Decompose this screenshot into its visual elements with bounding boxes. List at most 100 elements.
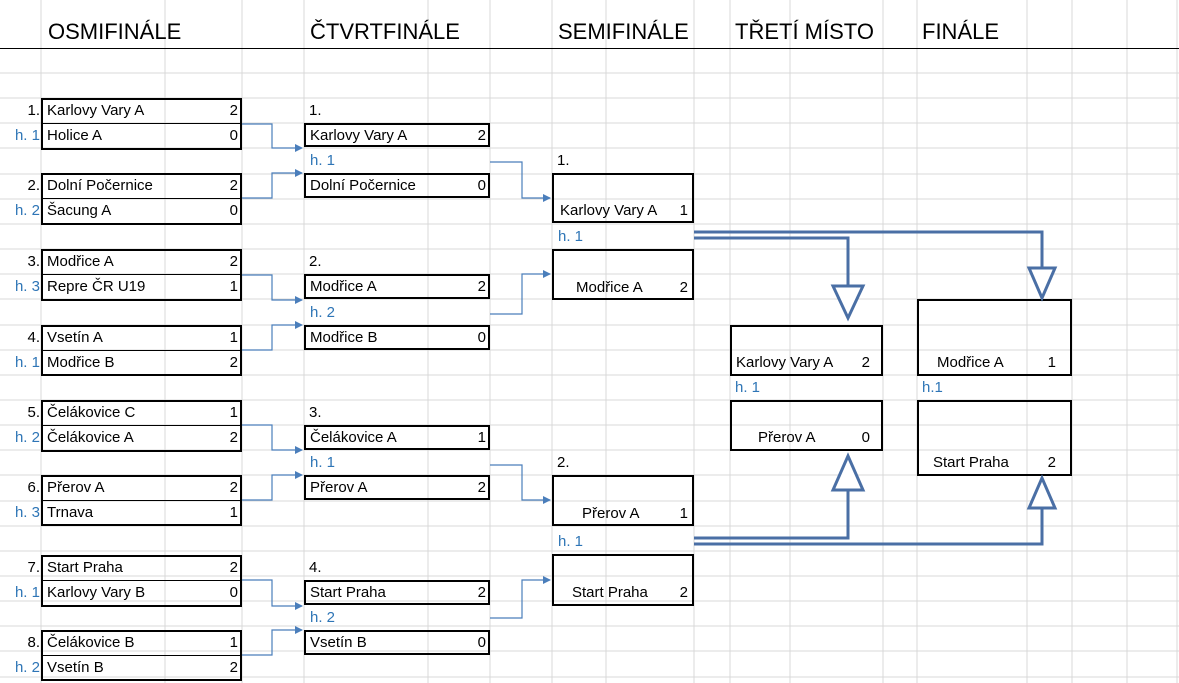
match-number: 3. xyxy=(309,404,322,421)
team-name: Šacung A xyxy=(47,202,112,219)
team-name: Repre ČR U19 xyxy=(47,278,146,295)
team-score: 1 xyxy=(477,429,486,446)
team-score: 2 xyxy=(679,279,688,296)
team-name: Dolní Počernice xyxy=(310,177,416,194)
team-score: 0 xyxy=(477,177,486,194)
team-score: 2 xyxy=(477,278,486,295)
team-name: Modřice B xyxy=(310,329,378,346)
team-name: Přerov A xyxy=(47,479,105,496)
team-score: 2 xyxy=(229,177,238,194)
match-number: 7. xyxy=(27,559,40,576)
header-semifinal: SEMIFINÁLE xyxy=(558,19,689,44)
team-box xyxy=(304,425,490,450)
team-score: 2 xyxy=(477,479,486,496)
team-name: Karlovy Vary A xyxy=(47,102,145,119)
team-score: 1 xyxy=(229,634,238,651)
match-divider xyxy=(42,580,241,581)
hall-label: h. 1 xyxy=(558,228,584,245)
team-box xyxy=(304,274,490,299)
match-divider xyxy=(42,425,241,426)
team-score: 1 xyxy=(679,202,688,219)
team-name: Karlovy Vary A xyxy=(560,202,658,219)
match-number: 5. xyxy=(27,404,40,421)
team-name: Čelákovice A xyxy=(310,429,397,446)
team-box xyxy=(304,325,490,350)
hall-label: h. 3 xyxy=(14,278,40,295)
match-box xyxy=(41,98,242,150)
hall-label: h. 2 xyxy=(310,304,336,321)
team-name: Čelákovice C xyxy=(47,404,136,421)
team-score: 2 xyxy=(229,354,238,371)
match-number: 4. xyxy=(27,329,40,346)
team-score: 2 xyxy=(477,127,486,144)
team-name: Holice A xyxy=(47,127,103,144)
match-number: 2. xyxy=(309,253,322,270)
match-box xyxy=(41,249,242,301)
team-name: Karlovy Vary B xyxy=(47,584,146,601)
team-box xyxy=(552,249,694,300)
match-number: 6. xyxy=(27,479,40,496)
team-box xyxy=(730,325,883,376)
team-name: Modřice A xyxy=(47,253,114,270)
team-name: Vsetín B xyxy=(310,634,367,651)
match-divider xyxy=(42,123,241,124)
team-name: Modřice A xyxy=(576,279,643,296)
team-name: Přerov A xyxy=(758,429,816,446)
team-score: 1 xyxy=(229,504,238,521)
team-score: 2 xyxy=(229,253,238,270)
match-box xyxy=(41,555,242,607)
team-score: 2 xyxy=(229,479,238,496)
header-quarterfinal: ČTVRTFINÁLE xyxy=(310,19,460,44)
team-box xyxy=(304,580,490,605)
team-score: 0 xyxy=(477,634,486,651)
hall-label: h. 1 xyxy=(310,152,336,169)
team-name: Přerov A xyxy=(310,479,368,496)
team-score: 1 xyxy=(229,404,238,421)
header-underline xyxy=(0,48,1179,49)
match-number: 1. xyxy=(27,102,40,119)
team-score: 0 xyxy=(229,202,238,219)
hall-label: h. 1 xyxy=(14,584,40,601)
team-box xyxy=(917,400,1072,476)
team-score: 0 xyxy=(477,329,486,346)
match-number: 3. xyxy=(27,253,40,270)
team-name: Start Praha xyxy=(572,584,648,601)
team-name: Trnava xyxy=(47,504,94,521)
team-name: Přerov A xyxy=(582,505,640,522)
match-divider xyxy=(42,655,241,656)
match-divider xyxy=(42,198,241,199)
hall-label: h. 1 xyxy=(14,354,40,371)
hall-label: h. 2 xyxy=(14,202,40,219)
hall-label: h. 1 xyxy=(558,533,584,550)
match-number: 2. xyxy=(27,177,40,194)
header-final: FINÁLE xyxy=(922,19,1000,44)
hall-label: h. 2 xyxy=(14,659,40,676)
header-third-place: TŘETÍ MÍSTO xyxy=(735,19,874,44)
team-score: 0 xyxy=(229,584,238,601)
match-divider xyxy=(42,500,241,501)
team-name: Čelákovice B xyxy=(47,634,135,651)
team-name: Modřice A xyxy=(937,354,1004,371)
hall-label: h.1 xyxy=(922,379,943,396)
team-score: 1 xyxy=(679,505,688,522)
hall-label: h. 1 xyxy=(735,379,761,396)
team-score: 2 xyxy=(679,584,688,601)
team-box xyxy=(304,475,490,500)
hall-label: h. 1 xyxy=(14,127,40,144)
team-box xyxy=(304,123,490,147)
team-score: 2 xyxy=(229,659,238,676)
match-number: 1. xyxy=(557,152,570,169)
team-score: 2 xyxy=(229,102,238,119)
team-name: Karlovy Vary A xyxy=(310,127,408,144)
hall-label: h. 1 xyxy=(310,454,336,471)
match-divider xyxy=(42,274,241,275)
team-name: Start Praha xyxy=(933,454,1009,471)
team-name: Modřice B xyxy=(47,354,115,371)
team-name: Vsetín A xyxy=(47,329,103,346)
team-name: Start Praha xyxy=(310,584,386,601)
match-number: 8. xyxy=(27,634,40,651)
hall-label: h. 3 xyxy=(14,504,40,521)
team-name: Vsetín B xyxy=(47,659,104,676)
match-box xyxy=(41,400,242,452)
team-score: 0 xyxy=(861,429,870,446)
